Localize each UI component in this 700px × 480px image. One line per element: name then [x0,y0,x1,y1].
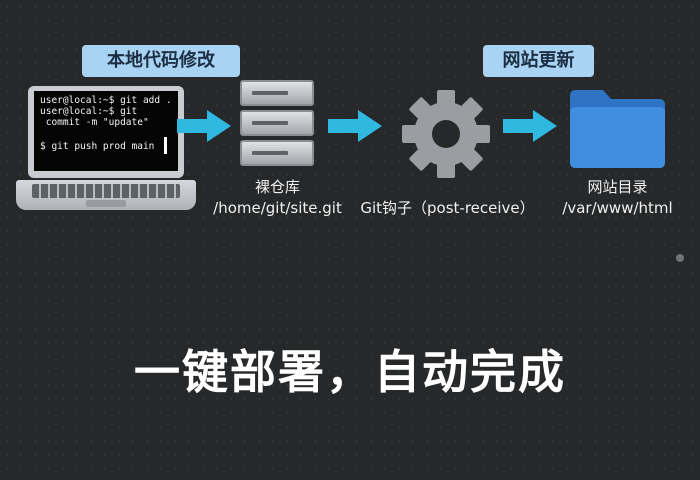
bare-repo-caption: 裸仓库 /home/git/site.git [205,177,350,219]
bare-repo-name: 裸仓库 [254,178,300,196]
server-icon [240,80,314,170]
server-drive [240,110,314,136]
web-dir-caption: 网站目录 /var/www/html [545,177,690,219]
laptop-screen-frame: user@local:~$ git add .user@local:~$ git… [28,86,184,178]
arrow-right-icon [328,110,382,142]
terminal-line: user@local:~$ git [40,106,138,117]
terminal-line: user@local:~$ git add . [40,95,172,106]
laptop-icon: user@local:~$ git add .user@local:~$ git… [16,86,196,216]
laptop-keyboard [16,180,196,210]
terminal-cursor [164,137,168,154]
web-dir-path: /var/www/html [562,199,673,217]
arrow-right-icon [177,110,231,142]
trackpad [86,200,126,207]
local-changes-label: 本地代码修改 [82,45,240,77]
terminal-command: $ git push prod main [40,141,155,152]
web-dir-name: 网站目录 [587,178,648,196]
server-drive [240,80,314,106]
bare-repo-path: /home/git/site.git [213,199,342,217]
terminal-line: commit -m "update" [40,117,149,128]
gear-icon [402,90,490,178]
arrow-right-icon [503,110,557,142]
site-update-label: 网站更新 [483,45,594,77]
decorative-dot [676,254,684,262]
folder-icon [570,90,665,168]
hook-caption: Git钩子（post-receive） [360,199,535,217]
server-drive [240,140,314,166]
keyboard-keys [32,184,180,198]
headline: 一键部署，自动完成 [134,345,566,399]
terminal-line: $ git push prod main [40,137,178,154]
terminal-screen: user@local:~$ git add .user@local:~$ git… [34,91,178,171]
